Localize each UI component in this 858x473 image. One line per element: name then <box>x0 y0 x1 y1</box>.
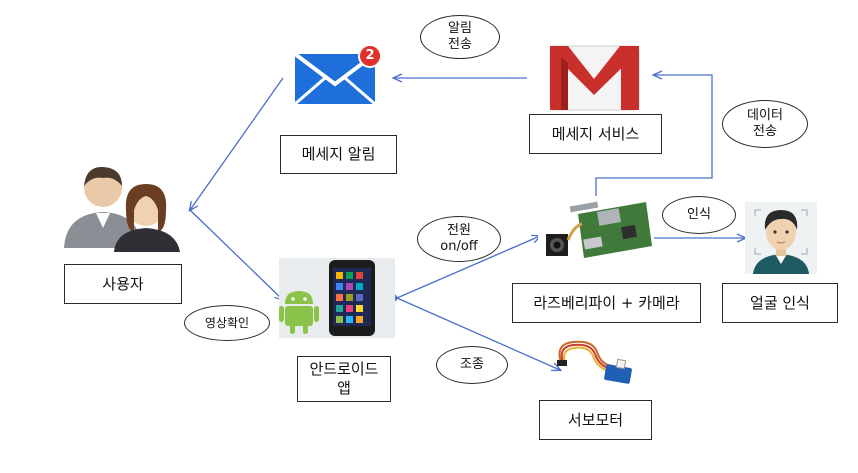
edge-label-data-send-line1: 데이터 <box>747 108 783 123</box>
node-android-app-label-line1: 안드로이드 <box>309 360 379 378</box>
node-message-alert-label: 메세지 알림 <box>301 145 376 163</box>
edge-label-video-check: 영상확인 <box>184 305 270 341</box>
node-message-service-label: 메세지 서비스 <box>551 124 640 143</box>
edge-label-control: 조종 <box>436 346 508 384</box>
arrow-alert-to-user <box>190 77 284 210</box>
edge-label-power-line2: on/off <box>440 239 478 254</box>
edge-label-recognize-text: 인식 <box>687 207 711 222</box>
node-message-alert: 메세지 알림 <box>280 135 397 174</box>
envelope-icon <box>293 44 382 106</box>
arrow-user-to-android <box>189 209 283 300</box>
node-raspberry-camera: 라즈베리파이 + 카메라 <box>512 283 701 323</box>
gmail-logo-icon <box>549 45 640 111</box>
edge-label-alert-send-line1: 알림 <box>448 21 472 36</box>
node-android-app-label-line2: 앱 <box>337 379 351 397</box>
node-android-app: 안드로이드 앱 <box>297 356 391 402</box>
android-phone-icon <box>279 258 395 338</box>
arrow-raspberry-to-service <box>595 75 713 198</box>
arrow-android-raspberry <box>397 236 540 298</box>
edge-label-alert-send: 알림 전송 <box>420 15 500 59</box>
edge-label-control-text: 조종 <box>460 357 484 372</box>
edge-label-alert-send-line2: 전송 <box>448 37 472 52</box>
notification-badge-count: 2 <box>365 48 375 63</box>
edge-label-data-send-line2: 전송 <box>753 124 777 139</box>
face-avatar-icon <box>745 202 817 274</box>
node-user-label: 사용자 <box>102 274 144 293</box>
edge-label-recognize: 인식 <box>662 196 736 234</box>
node-raspberry-camera-label: 라즈베리파이 + 카메라 <box>533 293 680 312</box>
node-message-service: 메세지 서비스 <box>529 114 662 154</box>
edge-label-power-line1: 전원 <box>447 223 471 238</box>
node-face-recognition: 얼굴 인식 <box>722 283 838 323</box>
node-face-recognition-label: 얼굴 인식 <box>750 293 810 312</box>
node-servo-motor-label: 서보모터 <box>567 410 624 429</box>
node-user: 사용자 <box>64 264 182 304</box>
users-icon <box>64 166 180 252</box>
edge-label-power: 전원 on/off <box>417 216 501 262</box>
edge-label-data-send: 데이터 전송 <box>722 100 808 148</box>
arrow-android-servo <box>397 298 560 370</box>
raspberry-pi-board-icon <box>538 196 654 272</box>
servo-motor-icon <box>557 340 632 384</box>
node-servo-motor: 서보모터 <box>539 400 652 440</box>
edge-label-video-check-text: 영상확인 <box>204 316 250 330</box>
